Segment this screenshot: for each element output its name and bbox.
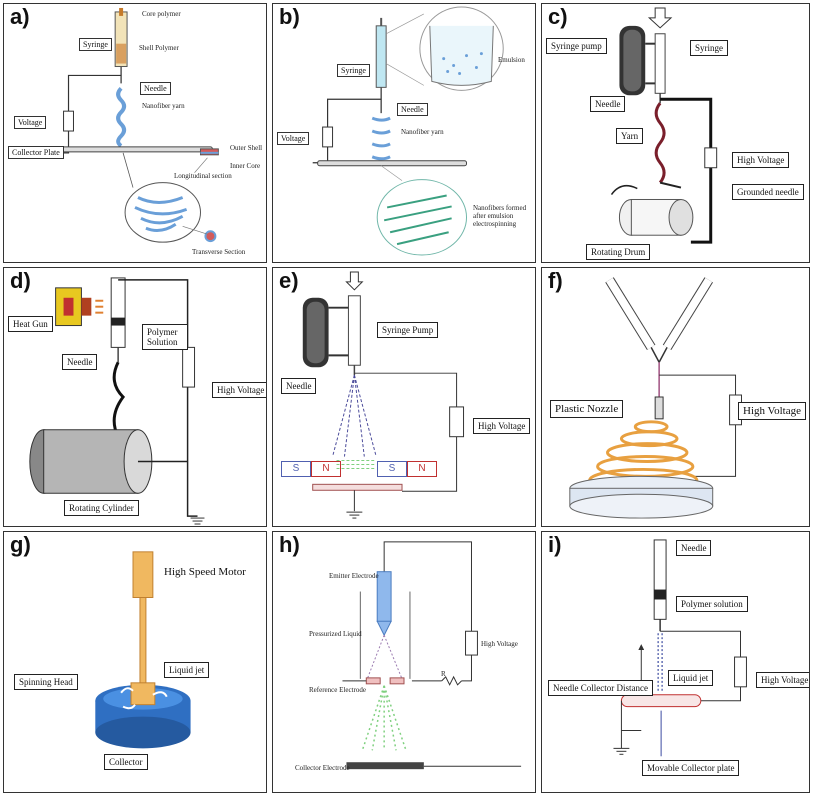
needle-label: Needle	[62, 354, 98, 370]
panel-a: a) Core polymer Syringe Shell Polymer Ne…	[3, 3, 267, 263]
yarn-label: Yarn	[616, 128, 644, 144]
needle-collector-distance-label: Needle Collector Distance	[548, 680, 653, 696]
panel-d-label: d)	[10, 268, 31, 293]
transverse-label: Transverse Section	[192, 248, 246, 256]
magnet-n-right: N	[407, 461, 437, 477]
high-voltage-label: High Voltage	[738, 402, 806, 420]
syringe-pump-label: Syringe Pump	[377, 322, 439, 338]
rotating-cylinder-label: Rotating Cylinder	[64, 500, 139, 516]
syringe-pump-label: Syringe pump	[546, 38, 607, 54]
polymer-solution-label: Polymer Solution	[142, 324, 188, 350]
reference-label: Reference Electrode	[309, 686, 366, 694]
collector-label: Collector	[104, 754, 148, 770]
panel-c-drawing	[610, 7, 718, 244]
high-voltage-label: High Voltage	[756, 672, 809, 688]
panel-h-label: h)	[279, 532, 300, 557]
panel-c-label: c)	[548, 4, 568, 29]
nanofiber-yarn-label: Nanofiber yarn	[401, 128, 444, 136]
collector-electrode-label: Collector Electrode	[295, 764, 350, 772]
magnet-s-left: S	[281, 461, 311, 477]
panel-g: g) High Speed Motor Spinning Head Liquid…	[3, 531, 267, 793]
syringe-label: Syringe	[690, 40, 728, 56]
nanofibers-formed-label: Nanofibers formed after emulsion electro…	[473, 204, 527, 228]
needle-label: Needle	[397, 103, 428, 116]
pressurized-label: Pressurized Liquid	[309, 630, 362, 638]
magnet-s-right: S	[377, 461, 407, 477]
collector-plate-label: Collector Plate	[8, 146, 64, 159]
shell-polymer-label: Shell Polymer	[139, 44, 179, 52]
panel-f-drawing	[569, 277, 742, 519]
voltage-label: Voltage	[277, 132, 310, 145]
panel-g-label: g)	[10, 532, 31, 557]
liquid-jet-label: Liquid jet	[164, 662, 210, 678]
resistor-label: R	[441, 670, 446, 678]
high-voltage-label: High Voltage	[212, 382, 266, 398]
panel-b-label: b)	[279, 4, 300, 29]
panel-d-drawing	[29, 277, 205, 525]
spinning-head-label: Spinning Head	[14, 674, 78, 690]
motor-label: High Speed Motor	[164, 566, 246, 578]
outer-shell-label: Outer Shell	[230, 144, 263, 152]
inner-core-label: Inner Core	[230, 162, 261, 170]
panel-i-drawing	[613, 539, 747, 757]
emulsion-label: Emulsion	[498, 56, 525, 64]
longitudinal-label: Longitudinal section	[174, 172, 232, 180]
voltage-label: Voltage	[14, 116, 47, 129]
needle-label: Needle	[281, 378, 317, 394]
needle-label: Needle	[676, 540, 712, 556]
panel-e: e) S N S N Syringe Pump Needle High Volt…	[272, 267, 536, 527]
polymer-solution-label: Polymer solution	[676, 596, 748, 612]
nanofiber-yarn-label: Nanofiber yarn	[142, 102, 185, 110]
panel-b: b) Syringe Emulsion Needl	[272, 3, 536, 263]
panel-h-drawing	[342, 541, 522, 770]
magnet-n-left: N	[311, 461, 341, 477]
needle-label: Needle	[140, 82, 171, 95]
needle-label: Needle	[590, 96, 626, 112]
panel-a-label: a)	[10, 4, 30, 29]
panel-i: i) Needle Polymer solution Needle Collec…	[541, 531, 810, 793]
rotating-drum-label: Rotating Drum	[586, 244, 651, 260]
high-voltage-label: High Voltage	[732, 152, 790, 168]
core-polymer-label: Core polymer	[142, 10, 181, 18]
high-voltage-label: High Voltage	[481, 640, 518, 648]
panel-f: f) Plastic Nozzle High Voltage	[541, 267, 810, 527]
panel-b-drawing	[312, 6, 504, 256]
grounded-needle-label: Grounded needle	[732, 184, 804, 200]
movable-collector-plate-label: Movable Collector plate	[642, 760, 740, 776]
panel-g-drawing	[95, 551, 191, 749]
panel-d: d) Heat Gun Polymer Solution Needle High…	[3, 267, 267, 527]
plastic-nozzle-label: Plastic Nozzle	[550, 400, 624, 418]
panel-f-label: f)	[548, 268, 563, 293]
syringe-label: Syringe	[337, 64, 370, 77]
syringe-label: Syringe	[79, 38, 112, 51]
panel-e-drawing	[302, 271, 465, 519]
panel-a-drawing	[33, 7, 219, 243]
panel-c: c) Syringe pump Syringe Needle Yarn High…	[541, 3, 810, 263]
panel-i-label: i)	[548, 532, 562, 557]
panel-h: h) Emitter Electrode Pressurized Liquid …	[272, 531, 536, 793]
panel-e-label: e)	[279, 268, 299, 293]
liquid-jet-label: Liquid jet	[668, 670, 714, 686]
heat-gun-label: Heat Gun	[8, 316, 53, 332]
high-voltage-label: High Voltage	[473, 418, 531, 434]
emitter-label: Emitter Electrode	[329, 572, 379, 580]
